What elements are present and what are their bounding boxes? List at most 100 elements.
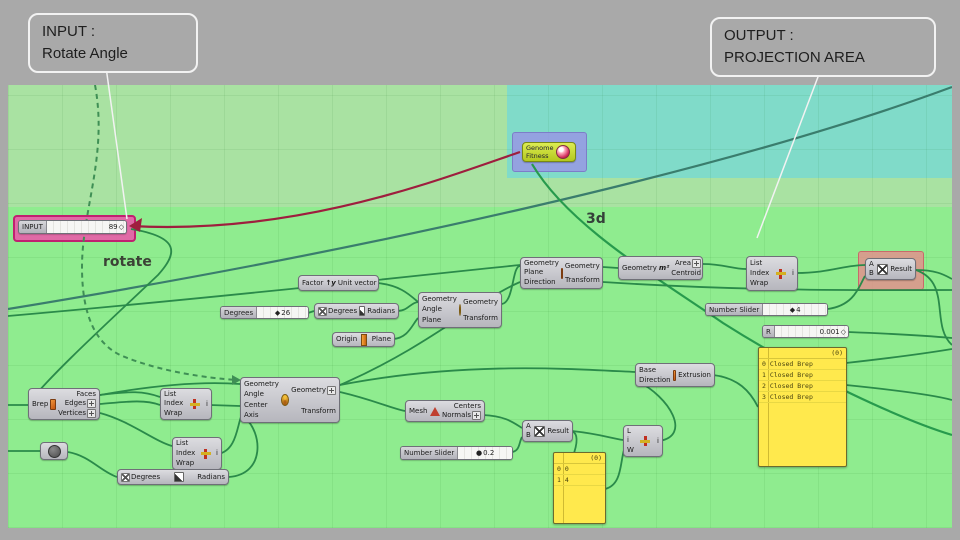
deconstruct-brep-node[interactable]: Brep Faces Edges Vertices	[28, 388, 100, 420]
wire	[482, 414, 523, 429]
port-plane: Plane	[524, 268, 544, 277]
slider-handle-icon[interactable]: ◇	[840, 327, 846, 336]
plane-node[interactable]: Origin Plane	[332, 332, 395, 347]
port-vertices: Vertices	[58, 408, 86, 417]
data-panel-values[interactable]: (0) 0 0 1 4	[553, 452, 606, 524]
slider-track[interactable]: 89 ◇	[46, 221, 126, 233]
genome-fitness-node[interactable]: Genome Fitness	[522, 142, 576, 162]
wire	[228, 417, 259, 478]
list-item-node[interactable]: List Index Wrap i	[746, 256, 798, 291]
rotate-axis-component[interactable]: Geometry Angle Center Axis Geometry Tran…	[240, 377, 340, 423]
port-angle: Angle	[244, 390, 264, 399]
port-transform-out: Transform	[301, 406, 336, 415]
rotate-icon	[458, 304, 462, 316]
slider-handle-icon[interactable]: ◆	[789, 305, 796, 314]
port-edges: Edges	[64, 398, 86, 407]
port-result: Result	[890, 264, 912, 273]
input-number-slider[interactable]: INPUT 89 ◇	[18, 220, 127, 234]
port-i-out: i	[657, 436, 659, 445]
slider-track[interactable]: ◆ 4	[763, 304, 827, 315]
port-radians: Radians	[197, 472, 225, 481]
slider-value: 4	[796, 305, 801, 314]
x-icon	[318, 306, 327, 316]
port-geometry-out: Geometry	[463, 297, 498, 306]
port-result: Result	[547, 426, 569, 435]
port-plane: Plane	[422, 316, 442, 325]
port-area: Area	[674, 259, 692, 267]
group-label-3d: 3d	[586, 211, 606, 227]
list-item-icon	[775, 268, 786, 279]
slider-track[interactable]: 0.001 ◇	[774, 326, 848, 337]
expand-icon[interactable]	[87, 408, 96, 418]
radians-node-bottom[interactable]: Degrees Radians	[117, 469, 229, 485]
callout-input-line2: Rotate Angle	[42, 44, 128, 62]
data-panel-breps[interactable]: (0) 0 Closed Brep 1 Closed Brep 2 Closed…	[758, 347, 847, 467]
port-extrusion: Extrusion	[678, 370, 711, 379]
slider-handle-icon[interactable]: ●	[476, 449, 483, 457]
expand-icon[interactable]	[471, 410, 481, 420]
orient-component[interactable]: Geometry Plane Direction Geometry Transf…	[520, 257, 603, 289]
slider-name: INPUT	[19, 221, 47, 233]
wire	[511, 436, 523, 453]
port-degrees: Degrees	[328, 306, 358, 315]
callout-output-line1: OUTPUT :	[724, 27, 794, 44]
panel-row: 2 Closed Brep	[759, 381, 846, 392]
degrees-number-slider[interactable]: Degrees ◆ 26	[220, 306, 309, 319]
list-item-icon	[200, 448, 211, 459]
list-item-node[interactable]: List Index Wrap i	[172, 437, 222, 470]
callout-input: INPUT : Rotate Angle	[28, 13, 198, 73]
multiply-result-node[interactable]: A B Result	[522, 420, 573, 442]
group-label-rotate: rotate	[103, 254, 152, 270]
slider-handle-icon[interactable]: ◆	[274, 308, 281, 317]
area-component[interactable]: Geometry m² Area Centroid	[618, 256, 703, 280]
brep-param-icon	[47, 444, 61, 458]
face-normals-node[interactable]: Mesh Centers Normals	[405, 400, 485, 422]
port-factor: Factor	[302, 278, 324, 287]
wire	[604, 449, 625, 490]
brep-param-node[interactable]	[40, 442, 68, 460]
expand-icon[interactable]	[327, 385, 336, 395]
port-angle: Angle	[422, 305, 442, 314]
port-unit-vector: Unit vector	[337, 278, 377, 287]
port-centers: Centers	[453, 401, 481, 410]
panel-row: 0 Closed Brep	[759, 359, 846, 370]
slider-handle-icon[interactable]: ◇	[118, 223, 124, 231]
number-slider-02[interactable]: Number Slider ● 0.2	[400, 446, 513, 460]
wire	[396, 301, 419, 312]
expand-icon[interactable]	[692, 259, 702, 268]
radians-node-top[interactable]: Degrees Radians	[314, 303, 399, 319]
port-i-out: i	[206, 399, 208, 408]
unit-vector-node[interactable]: Factor ↑y Unit vector	[298, 275, 379, 291]
grasshopper-canvas[interactable]: Genome Fitness INPUT 89 ◇ Factor ↑y Unit…	[8, 85, 952, 528]
expand-icon[interactable]	[87, 398, 96, 408]
port-index: Index	[164, 399, 184, 408]
wire	[376, 282, 419, 303]
wire	[209, 404, 241, 407]
panel-header: (0)	[554, 453, 605, 464]
port-faces: Faces	[76, 389, 96, 398]
extrude-icon	[672, 369, 677, 381]
port-i-out: i	[792, 269, 794, 277]
list-item-icon	[189, 399, 200, 409]
r-number-slider[interactable]: R 0.001 ◇	[762, 325, 849, 338]
port-transform-out: Transform	[564, 275, 600, 284]
port-normals: Normals	[442, 410, 471, 419]
callout-output-line2: PROJECTION AREA	[724, 48, 865, 66]
multiply-result-node[interactable]: A B Result	[865, 258, 916, 280]
list-item-node[interactable]: L i W i	[623, 425, 663, 457]
slider-track[interactable]: ● 0.2	[458, 447, 512, 459]
extrude-component[interactable]: Base Direction Extrusion	[635, 363, 715, 387]
port-wrap: Wrap	[176, 458, 195, 467]
list-item-node[interactable]: List Index Wrap i	[160, 388, 212, 420]
number-slider-4[interactable]: Number Slider ◆ 4	[705, 303, 828, 316]
wire	[339, 367, 636, 386]
slider-track[interactable]: ◆ 26	[257, 307, 308, 318]
port-l: L	[627, 427, 631, 436]
area-icon: m²	[658, 263, 670, 272]
rotate-component[interactable]: Geometry Angle Plane Geometry Transform	[418, 292, 502, 328]
callout-output: OUTPUT : PROJECTION AREA	[710, 17, 936, 77]
port-geometry: Geometry	[524, 259, 559, 268]
mesh-icon	[429, 406, 440, 416]
rotate-axis-icon	[280, 394, 290, 406]
wire	[712, 374, 759, 408]
